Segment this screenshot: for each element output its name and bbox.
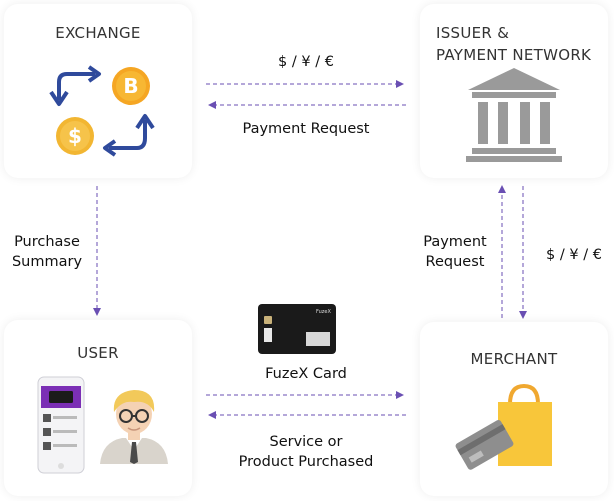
merchant-payment-request-label: Payment Request (412, 232, 498, 272)
purchase-summary-label: Purchase Summary (4, 232, 90, 272)
issuer-title-line1: ISSUER & (436, 24, 510, 42)
bank-icon (466, 68, 562, 162)
merchant-payment-request-line1: Payment (423, 234, 487, 250)
person-avatar-icon (100, 390, 168, 464)
svg-text:B: B (123, 74, 138, 98)
card-brand-text: FuzeX (316, 309, 331, 315)
merchant-node: MERCHANT (420, 322, 608, 496)
issuer-title: ISSUER & PAYMENT NETWORK (436, 22, 608, 66)
svg-text:$: $ (68, 124, 82, 148)
purchase-summary-line2: Summary (11, 254, 83, 270)
user-title: USER (77, 344, 119, 362)
phone-icon (37, 376, 85, 474)
shopping-bag-icon (455, 383, 552, 470)
service-product-label: Service or Product Purchased (206, 432, 406, 472)
issuer-merchant-currency-label: $ / ¥ / € (546, 247, 602, 263)
merchant-payment-request-line2: Request (425, 254, 485, 270)
fuzex-card-label: FuzeX Card (265, 366, 347, 382)
currency-exchange-icon: B $ (49, 65, 155, 157)
fuzex-card-icon: FuzeX (258, 304, 336, 354)
exchange-issuer-currency-label: $ / ¥ / € (278, 54, 334, 70)
exchange-node: EXCHANGE B $ (4, 4, 192, 178)
issuer-node: ISSUER & PAYMENT NETWORK (420, 4, 608, 178)
purchase-summary-line1: Purchase (14, 234, 80, 250)
payment-request-label: Payment Request (242, 121, 370, 137)
issuer-title-line2: PAYMENT NETWORK (436, 46, 592, 64)
service-product-line2: Product Purchased (238, 454, 374, 470)
service-product-line1: Service or (269, 434, 343, 450)
exchange-title: EXCHANGE (55, 24, 141, 42)
merchant-title: MERCHANT (470, 350, 558, 368)
user-node: USER (4, 320, 192, 496)
